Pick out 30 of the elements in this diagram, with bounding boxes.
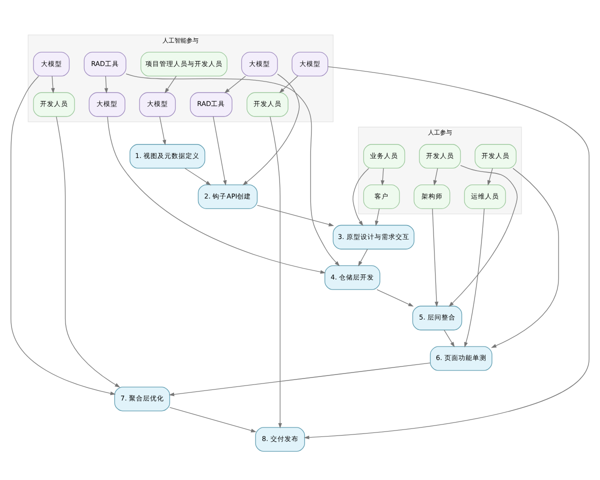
arrow xyxy=(304,66,590,439)
arrow xyxy=(242,73,300,185)
arrow xyxy=(491,168,559,348)
arrow xyxy=(126,73,340,266)
arrow xyxy=(168,362,431,396)
arrow xyxy=(380,167,384,186)
arrow xyxy=(444,329,455,347)
arrow xyxy=(212,116,227,186)
arrow xyxy=(56,116,120,387)
arrow xyxy=(10,75,116,395)
arrow xyxy=(279,75,298,93)
arrow xyxy=(224,75,246,93)
arrow xyxy=(358,248,368,266)
arrow xyxy=(433,167,438,186)
arrow xyxy=(169,406,256,432)
arrow xyxy=(51,75,55,93)
arrow xyxy=(376,288,414,306)
arrow xyxy=(374,208,380,226)
arrow xyxy=(256,204,334,226)
arrow xyxy=(270,116,282,428)
arrow xyxy=(487,167,493,186)
arrow xyxy=(104,75,108,93)
arrow xyxy=(159,116,166,145)
arrow xyxy=(464,208,485,348)
arrow xyxy=(448,164,518,306)
arrow xyxy=(352,168,370,226)
arrow xyxy=(164,75,177,93)
arrow xyxy=(432,208,438,307)
arrow xyxy=(184,167,212,185)
arrow xyxy=(107,116,326,274)
